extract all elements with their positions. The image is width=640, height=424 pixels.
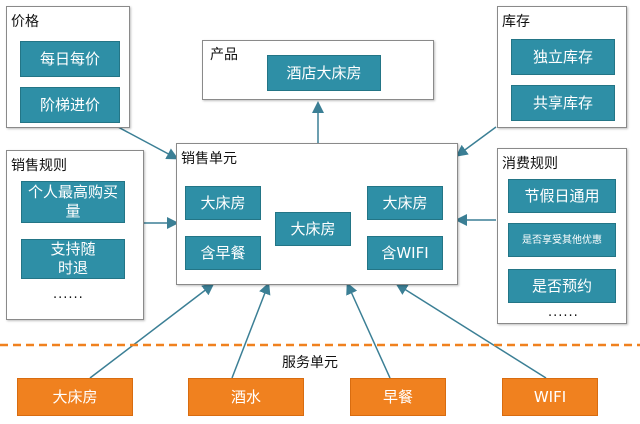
arrow-drinks-to-sales-unit <box>231 282 271 379</box>
sales-unit-bed-room-right-box: 大床房 <box>367 186 443 220</box>
arrow-wifi-to-sales-unit <box>395 283 547 379</box>
service-unit-label: 服务单元 <box>282 355 338 371</box>
tiered-price-box: 阶梯进价 <box>20 87 120 123</box>
price-panel-title: 价格 <box>11 14 39 30</box>
sales-unit-panel-title: 销售单元 <box>181 151 237 167</box>
refund-anytime-box: 支持随时退 <box>21 239 125 279</box>
sales-unit-breakfast-box: 含早餐 <box>185 236 261 270</box>
arrow-breakfast-to-sales-unit <box>346 282 391 379</box>
holiday-general-box: 节假日通用 <box>508 179 616 213</box>
sales-unit-bed-room-box: 大床房 <box>185 186 261 220</box>
reservation-box: 是否预约 <box>508 269 616 303</box>
independent-inventory-box: 独立库存 <box>511 39 615 75</box>
sales-unit-center-bed-room-box: 大床房 <box>275 212 351 246</box>
consume-rules-ellipsis: ...... <box>548 305 579 320</box>
consume-rules-panel-title: 消费规则 <box>502 156 558 172</box>
sales-rules-panel: 销售规则 个人最高购买量 支持随时退 ...... <box>6 150 144 320</box>
price-panel: 价格 每日每价 阶梯进价 <box>6 6 130 128</box>
inventory-panel-title: 库存 <box>502 14 530 30</box>
consume-rules-panel: 消费规则 节假日通用 是否享受其他优惠 是否预约 ...... <box>497 148 627 324</box>
product-panel: 产品 酒店大床房 <box>202 40 434 100</box>
hotel-bed-room-box: 酒店大床房 <box>267 55 381 91</box>
service-breakfast-box: 早餐 <box>350 378 446 416</box>
max-purchase-box: 个人最高购买量 <box>21 181 125 223</box>
daily-price-box: 每日每价 <box>20 41 120 77</box>
sales-unit-panel: 销售单元 大床房 含早餐 大床房 大床房 含WIFI <box>176 143 458 285</box>
service-drinks-box: 酒水 <box>188 378 304 416</box>
shared-inventory-box: 共享库存 <box>511 85 615 121</box>
arrow-inventory-to-sales-unit <box>455 126 497 157</box>
service-wifi-box: WIFI <box>502 378 598 416</box>
arrow-price-to-sales-unit <box>117 126 179 160</box>
sales-rules-ellipsis: ...... <box>53 287 84 302</box>
sales-unit-wifi-box: 含WIFI <box>367 236 443 270</box>
sales-rules-panel-title: 销售规则 <box>11 158 67 174</box>
other-discount-box: 是否享受其他优惠 <box>508 223 616 257</box>
inventory-panel: 库存 独立库存 共享库存 <box>497 6 627 128</box>
arrow-bed-to-sales-unit <box>89 283 215 379</box>
product-panel-title: 产品 <box>210 47 238 63</box>
service-bed-room-box: 大床房 <box>17 378 133 416</box>
